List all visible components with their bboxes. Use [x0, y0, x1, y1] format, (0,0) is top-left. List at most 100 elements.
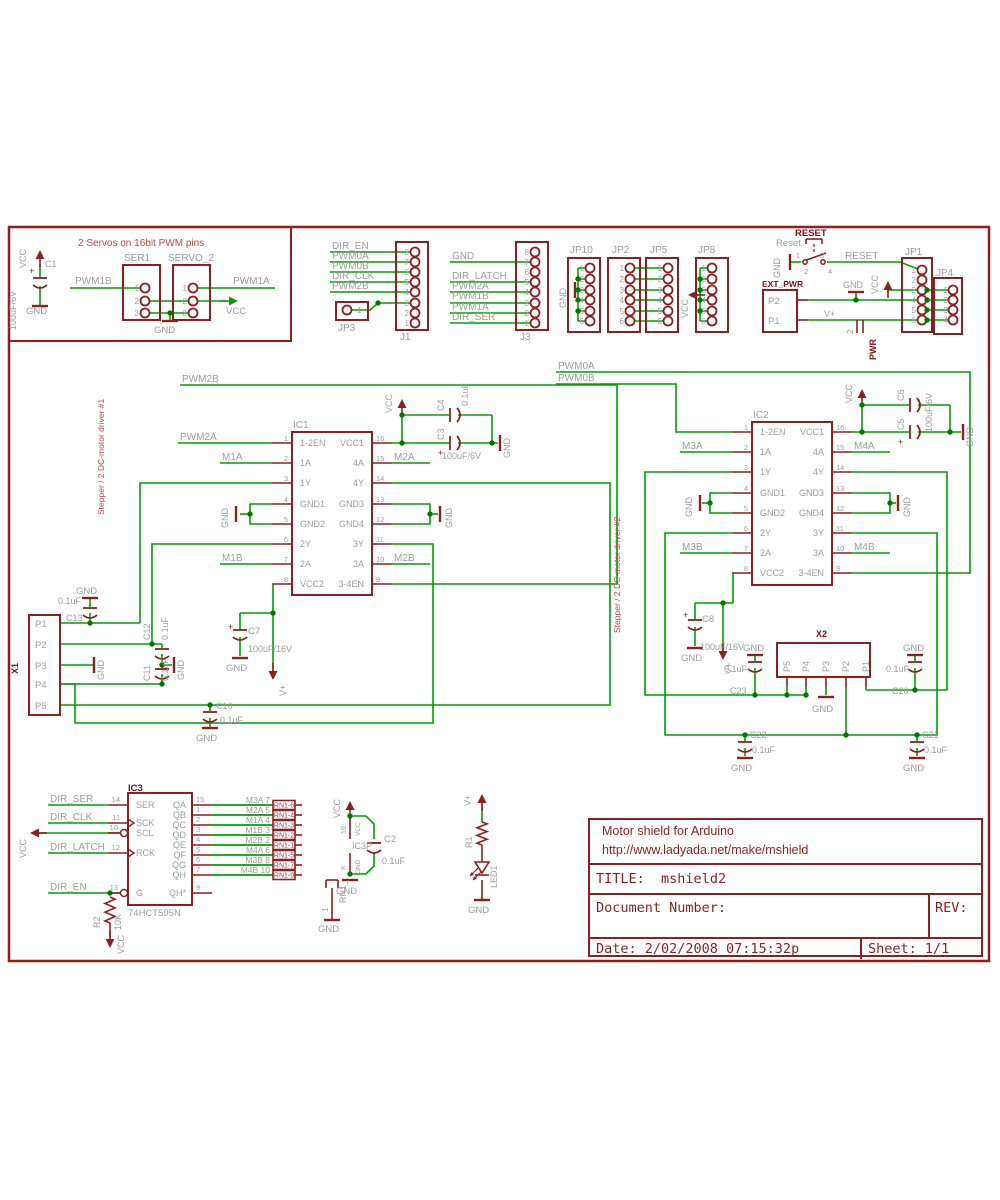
text-100uf-16v: 100uF/16V	[248, 644, 292, 654]
JP5-body	[645, 257, 679, 333]
IC2-pin-number: 6	[744, 524, 748, 533]
text-gnd: GND	[336, 886, 357, 897]
JP5-pin-circle	[662, 262, 674, 274]
JP5-pin-number: 4	[658, 296, 663, 305]
J3-pin-number: 5	[525, 278, 530, 287]
text-gnd: GND	[681, 653, 702, 664]
text-7: 7	[196, 865, 200, 874]
pin	[803, 252, 827, 262]
JP1-pin-number: 6	[912, 316, 917, 325]
wire	[664, 532, 938, 736]
JP8-pin-number: 1	[702, 264, 707, 273]
IC2-pin-name: VCC1	[800, 427, 824, 437]
J3-pin-number: 6	[525, 268, 530, 277]
text-c6: C6	[896, 389, 906, 401]
J1-body	[395, 241, 429, 331]
J3-pin-circle	[529, 307, 541, 319]
text-100uf-6v: 100uF/6V	[924, 393, 934, 432]
junction-dot	[924, 287, 930, 293]
C3-capacitor	[456, 435, 461, 451]
junction-dot	[859, 402, 865, 408]
text-c10: C10	[216, 701, 233, 711]
servo-note: 2 Servos on 16bit PWM pins	[78, 238, 204, 249]
JP1-pin-circle	[916, 264, 928, 276]
JP2-pin-circle	[624, 262, 636, 274]
RN1-net-label: M4A 6	[246, 845, 270, 855]
text-dir-clk: DIR_CLK	[332, 271, 375, 282]
IC2-pin-number: 12	[836, 504, 844, 513]
JP3-pin-circle	[341, 304, 353, 316]
J1-pin-number: 5	[405, 278, 410, 287]
J1-pin-number: 8	[405, 248, 410, 257]
C5-capacitor	[916, 424, 921, 440]
J3-pin-circle	[529, 276, 541, 288]
text-6: 6	[196, 855, 200, 864]
JP5-pin-number: 5	[658, 307, 663, 316]
RN1-part-label: RN1-9	[274, 873, 294, 880]
wire	[644, 471, 806, 696]
C10-capacitor	[202, 718, 218, 723]
text-vcc: VCC	[384, 393, 394, 413]
J1-pin-number: 6	[405, 268, 410, 277]
SERVO_2-pin-circle	[187, 295, 199, 307]
vcc-arrow-icon	[35, 250, 45, 259]
vplus-arrow-icon	[268, 671, 278, 680]
JP2-pin-number: 4	[620, 296, 625, 305]
C8-capacitor	[687, 626, 703, 631]
junction-dot	[167, 310, 173, 316]
JP8-pin-number: 6	[702, 317, 707, 326]
J3-body	[515, 241, 549, 331]
vplus-arrow-icon	[718, 651, 728, 660]
C11-capacitor	[154, 675, 170, 680]
EXT_PWR-pin-name: P1	[768, 316, 780, 327]
IC2-pin-number: 5	[744, 504, 748, 513]
text-8: 8	[341, 866, 348, 870]
IC2-pin-name: 1-2EN	[760, 427, 786, 437]
C23-capacitor	[747, 668, 763, 673]
text-gnd: GND	[226, 663, 247, 674]
text--: +	[683, 610, 688, 620]
text-gnd: GND	[558, 288, 568, 309]
text-c23: C23	[730, 686, 747, 696]
junction-dot	[697, 287, 703, 293]
IC1-pin-name: GND4	[339, 519, 364, 529]
J3-pin-circle	[529, 256, 541, 268]
IC1-pin-number: 11	[376, 535, 384, 544]
JP3-label: JP3	[338, 323, 356, 334]
text-3: 3	[820, 251, 824, 260]
text-x2: X2	[816, 629, 827, 639]
LED1-led-arrow-icon	[470, 872, 474, 876]
RN1-net-label: M2B 2	[245, 835, 270, 845]
text-10k: 10K	[113, 914, 123, 930]
junction-dot	[853, 297, 859, 303]
JP10-pin-circle	[584, 294, 596, 306]
junction-dot	[347, 871, 353, 877]
text-scl: SCL	[136, 828, 154, 838]
JP2-pin-circle	[624, 294, 636, 306]
JP4-pin-number: 3	[944, 306, 949, 315]
JP10-pin-number: 1	[580, 264, 585, 273]
text-0-1uf: 0.1uF	[886, 664, 910, 674]
text-0-1uf: 0.1uF	[220, 715, 244, 725]
C6-capacitor	[916, 397, 921, 413]
IC2-pin-name: 1A	[760, 447, 771, 457]
reset-button-contact	[820, 259, 826, 265]
junction-dot	[843, 732, 849, 738]
IC1-pin-name: VCC1	[340, 438, 364, 448]
C1-capacitor	[32, 284, 48, 289]
text-reset: Reset	[776, 238, 801, 249]
JP8-pin-number: 2	[702, 275, 707, 284]
text-r2: R2	[92, 916, 102, 928]
IC1-pin-name: 2Y	[300, 539, 311, 549]
project-name: Motor shield for Arduino	[602, 824, 735, 838]
JP10-pin-number: 3	[580, 286, 585, 295]
J1-pin-circle	[409, 266, 421, 278]
IC1-pin-number: 9	[376, 575, 380, 584]
RN1-part-label: RN1-2	[274, 833, 294, 840]
vcc-arrow-icon	[229, 296, 238, 306]
text-gnd: GND	[318, 924, 339, 935]
JP5-pin-circle	[662, 294, 674, 306]
junction-dot	[149, 641, 155, 647]
